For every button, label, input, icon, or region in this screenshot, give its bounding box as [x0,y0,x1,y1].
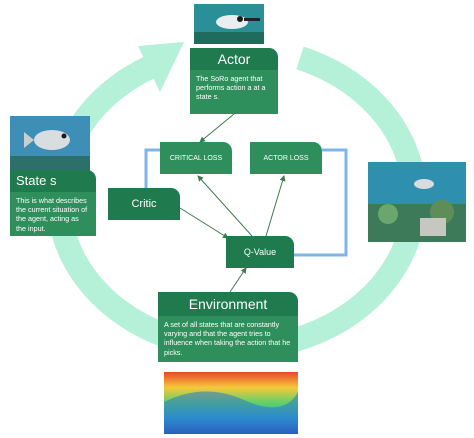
critic-label: Critic [131,198,157,210]
state-title: State s [10,170,96,192]
loop-line-left [144,148,160,200]
coral-reef-photo-right [368,162,466,242]
q-value-label: Q-Value [243,247,277,257]
critical-loss-box: CRITICAL LOSS [160,142,232,174]
depth-map-photo [164,372,298,434]
environment-description: A set of all states that are constantly … [158,316,298,362]
actor-title-text: Actor [217,51,251,67]
critic-box: Critic [108,188,180,220]
cycle-arrowhead [138,42,184,92]
qvalue-to-critical-loss [197,175,253,237]
actor-loss-label: ACTOR LOSS [263,154,309,162]
critic-to-qvalue [179,207,229,239]
state-title-text: State s [16,173,57,188]
qvalue-to-actor-loss [265,175,286,237]
actor-loss-box: ACTOR LOSS [250,142,322,174]
environment-title: Environment [158,292,298,316]
actor-to-critical-loss [199,113,235,143]
actor-description: The SoRo agent that performs action a at… [190,70,278,114]
robot-fish-photo-top [194,4,264,44]
loop-line-right [294,148,348,257]
actor-title: Actor [190,48,278,70]
robot-fish-photo-left [10,116,90,172]
environment-title-text: Environment [188,296,268,312]
critical-loss-label: CRITICAL LOSS [169,154,223,162]
state-description: This is what describes the current situa… [10,192,96,236]
q-value-box: Q-Value [226,236,294,268]
environment-to-qvalue [229,267,247,293]
